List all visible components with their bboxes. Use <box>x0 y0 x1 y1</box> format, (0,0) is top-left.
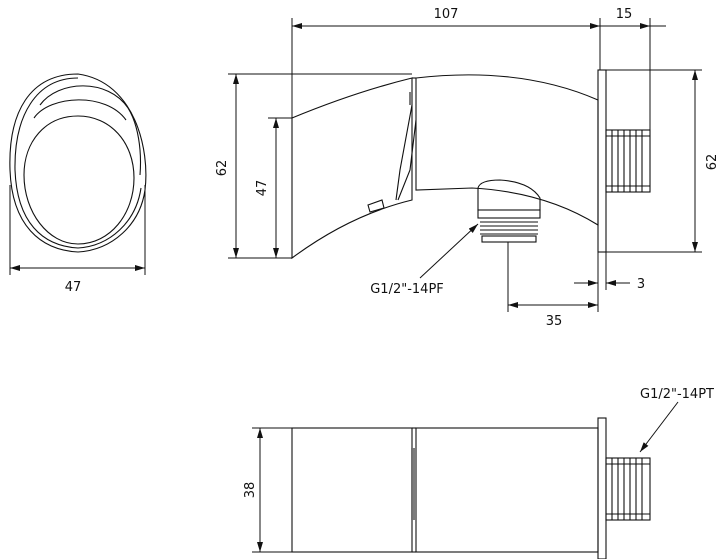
dim-3: 3 <box>574 252 645 312</box>
dim-length-107: 107 <box>434 7 459 22</box>
inlet-thread-label: G1/2"-14PT <box>640 387 714 402</box>
dim-height-62-right: 62 <box>705 154 720 171</box>
top-view <box>291 417 651 559</box>
dim-width-47-end: 47 <box>65 280 82 295</box>
dim-62-left: 62 <box>215 73 412 259</box>
dim-height-62-left: 62 <box>215 160 230 177</box>
dim-depth-38: 38 <box>243 482 258 499</box>
dim-height-47-inner: 47 <box>255 180 270 197</box>
dim-outlet-offset-35: 35 <box>546 314 563 329</box>
dim-47-inner: 47 <box>255 117 292 258</box>
outlet-thread-label: G1/2"-14PF <box>370 282 444 297</box>
inlet-thread-callout: G1/2"-14PT <box>639 387 714 453</box>
dim-35: 35 <box>507 242 598 329</box>
end-view: 47 <box>9 73 147 295</box>
dim-107: 107 <box>291 7 601 118</box>
dim-flange-15: 15 <box>616 7 633 22</box>
side-view <box>291 69 651 260</box>
outlet-thread-callout: G1/2"-14PF <box>370 223 479 297</box>
dim-plate-3: 3 <box>637 277 645 292</box>
dim-38: 38 <box>243 427 292 553</box>
dim-62-right: 62 <box>606 69 720 253</box>
dim-15: 15 <box>600 7 666 130</box>
